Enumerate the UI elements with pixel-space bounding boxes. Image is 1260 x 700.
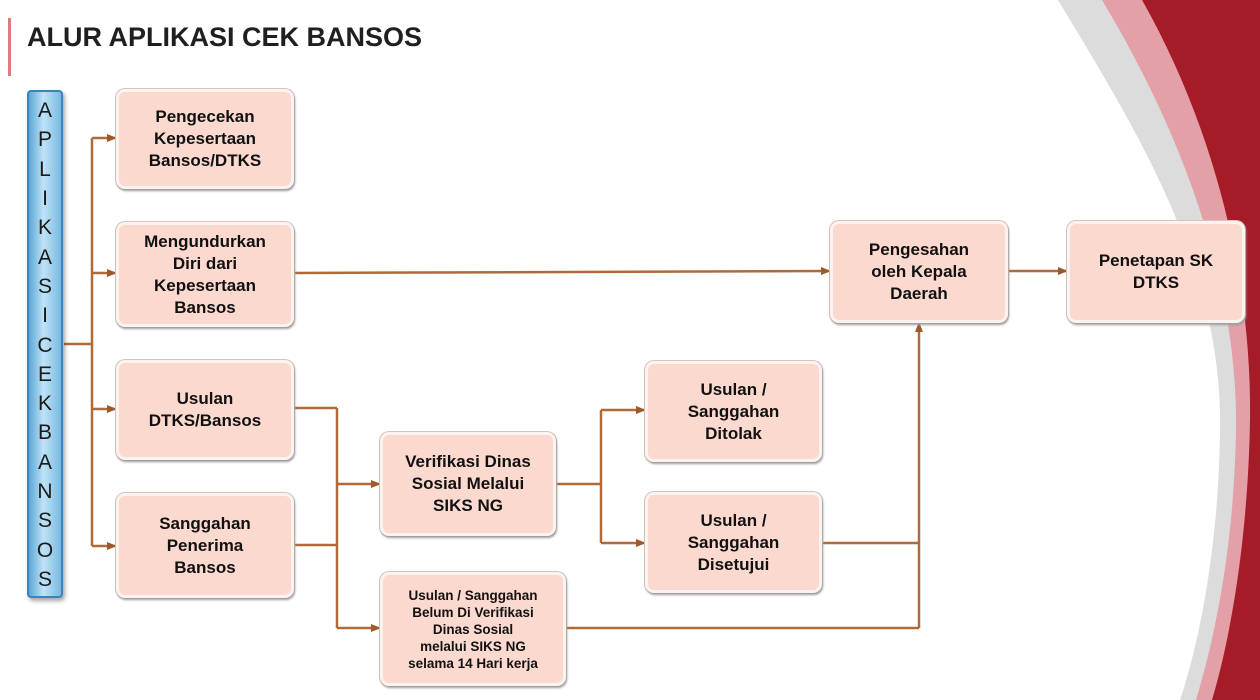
node-belum-verifikasi: Usulan / Sanggahan Belum Di Verifikasi D… (380, 572, 566, 686)
side-label-letter: E (37, 362, 52, 386)
side-label-letter: S (37, 274, 52, 298)
side-label-letter: L (39, 157, 51, 181)
node-pengecekan: Pengecekan Kepesertaan Bansos/DTKS (116, 89, 294, 189)
node-verifikasi: Verifikasi Dinas Sosial Melalui SIKS NG (380, 432, 556, 536)
node-mengundurkan: Mengundurkan Diri dari Kepesertaan Banso… (116, 222, 294, 327)
node-usulan-dtks: Usulan DTKS/Bansos (116, 360, 294, 460)
side-label-letter: K (37, 392, 52, 416)
side-label-letter: K (37, 216, 52, 240)
side-label-letter: A (37, 245, 52, 269)
side-label-letter: N (37, 480, 53, 504)
side-label-letter: C (37, 333, 53, 357)
side-label-letter: A (37, 450, 52, 474)
side-label-letter: P (37, 128, 52, 152)
side-label-letter: I (42, 304, 48, 328)
node-ditolak: Usulan / Sanggahan Ditolak (645, 361, 822, 462)
node-disetujui: Usulan / Sanggahan Disetujui (645, 492, 822, 593)
node-pengesahan: Pengesahan oleh Kepala Daerah (830, 221, 1008, 323)
side-label-letter: B (37, 421, 52, 445)
title-accent-bar (8, 18, 11, 76)
side-label-letter: I (42, 186, 48, 210)
arrow-mengundurkan-to-pengesahan (293, 267, 831, 276)
side-label-letter: O (36, 538, 54, 562)
side-label-letter: S (37, 509, 52, 533)
node-penetapan: Penetapan SK DTKS (1067, 221, 1245, 323)
node-sanggahan: Sanggahan Penerima Bansos (116, 493, 294, 598)
page-title: ALUR APLIKASI CEK BANSOS (27, 22, 423, 52)
side-label-letter: S (37, 568, 52, 591)
side-label-letter: A (37, 99, 52, 122)
